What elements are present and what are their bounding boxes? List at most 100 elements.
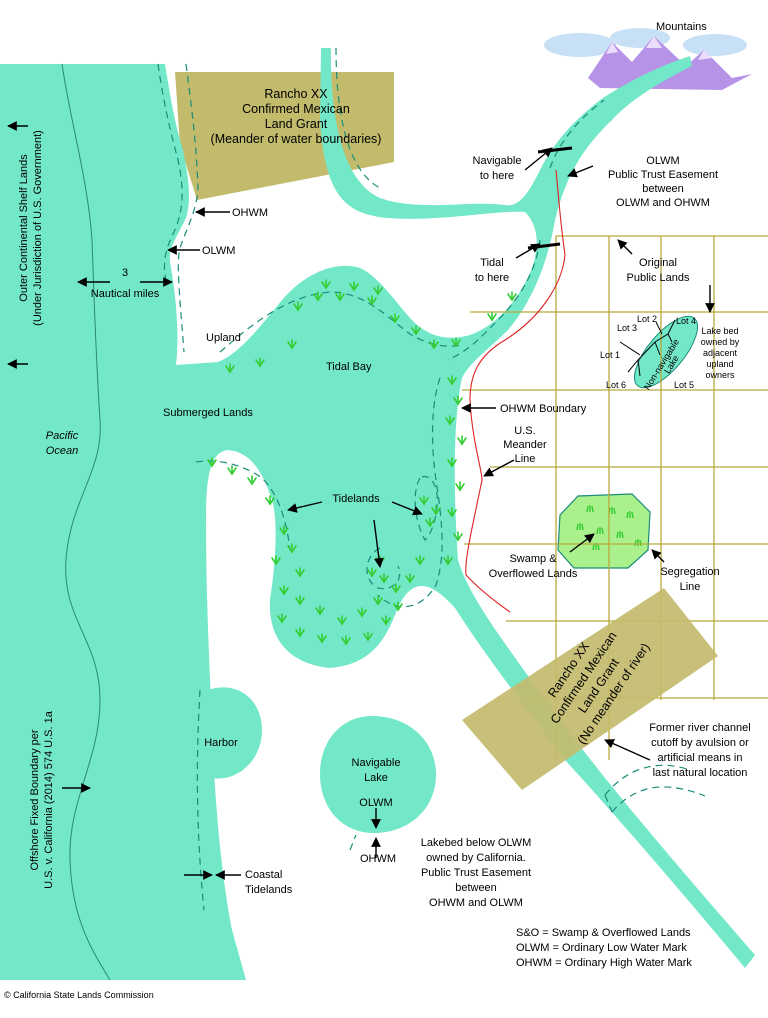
olwm-easement-label-1: OLWM bbox=[646, 155, 679, 167]
swamp-area bbox=[557, 493, 651, 569]
rancho-top-label-1: Rancho XX bbox=[264, 87, 328, 101]
outer-shelf-label-2: (Under Jurisdiction of U.S. Government) bbox=[32, 130, 44, 326]
lakebed-california-label-1: Lakebed below OLWM bbox=[421, 837, 531, 849]
legend-line-2: OLWM = Ordinary Low Water Mark bbox=[516, 942, 687, 954]
marsh-symbol bbox=[379, 573, 389, 584]
swamp-grass-symbol bbox=[634, 539, 642, 547]
lakebed-california-label-2: owned by California. bbox=[426, 852, 526, 864]
lakebed-owned-label-3: adjacent bbox=[703, 348, 738, 358]
marsh-symbol bbox=[453, 531, 463, 542]
marsh-symbol bbox=[390, 313, 400, 324]
lot-lines bbox=[619, 319, 676, 377]
marsh-symbol bbox=[363, 631, 373, 642]
offshore-boundary-label-1: Offshore Fixed Boundary per bbox=[29, 729, 41, 870]
marsh-symbol bbox=[287, 339, 297, 350]
marsh-symbol bbox=[295, 627, 305, 638]
marsh-symbol bbox=[225, 363, 235, 374]
marsh-symbol bbox=[405, 573, 415, 584]
marsh-symbol bbox=[453, 395, 463, 406]
marsh-symbol bbox=[321, 279, 331, 290]
nautical-miles-label: Nautical miles bbox=[91, 288, 160, 300]
marsh-symbol bbox=[293, 301, 303, 312]
marsh-symbol bbox=[341, 635, 351, 646]
marsh-symbol bbox=[373, 285, 383, 296]
lakebed-owned-label-2: owned by bbox=[701, 337, 740, 347]
original-public-label-1: Original bbox=[639, 257, 677, 269]
marsh-symbol bbox=[227, 465, 237, 476]
meander-line bbox=[465, 169, 566, 613]
original-public-label-2: Public Lands bbox=[627, 272, 690, 284]
rancho-top-label-3: Land Grant bbox=[265, 117, 328, 131]
marsh-symbol bbox=[411, 325, 421, 336]
swamp-grass-symbol bbox=[626, 511, 634, 519]
marsh-symbol bbox=[271, 555, 281, 566]
lot-5-label: Lot 5 bbox=[674, 380, 694, 390]
navigable-lake-water bbox=[320, 716, 436, 834]
marsh-symbol bbox=[429, 339, 439, 350]
marsh-symbol bbox=[445, 415, 455, 426]
dashed-water-marks bbox=[157, 47, 706, 911]
ocean-label: Ocean bbox=[46, 445, 78, 457]
former-channel-label-1: Former river channel bbox=[649, 722, 750, 734]
meander-label-1: U.S. bbox=[514, 425, 535, 437]
navigable-lake-olwm-label: OLWM bbox=[359, 797, 392, 809]
olwm-coast-label: OLWM bbox=[202, 245, 235, 257]
marsh-symbol bbox=[431, 505, 441, 516]
meander-label-3: Line bbox=[515, 453, 536, 465]
swamp-grass-symbol bbox=[576, 523, 584, 531]
swamp-grass-symbol bbox=[616, 531, 624, 539]
marsh-symbol bbox=[265, 495, 275, 506]
nonnavigable-lake-water bbox=[634, 315, 698, 389]
tidal-bay-label: Tidal Bay bbox=[326, 361, 372, 373]
marsh-symbol bbox=[443, 555, 453, 566]
lakebed-california-label-5: OHWM and OLWM bbox=[429, 897, 523, 909]
marsh-symbol bbox=[367, 567, 377, 578]
marsh-symbols bbox=[207, 279, 642, 646]
outer-shelf-label-1: Outer Continental Shelf Lands bbox=[18, 154, 30, 302]
marsh-symbol bbox=[447, 457, 457, 468]
navigable-lake-label-1: Navigable bbox=[352, 757, 401, 769]
marsh-symbol bbox=[295, 595, 305, 606]
harbor-water bbox=[182, 687, 262, 779]
navigable-lake-ohwm-label: OHWM bbox=[360, 853, 396, 865]
marsh-symbol bbox=[393, 601, 403, 612]
mountains-label: Mountains bbox=[656, 21, 707, 33]
rancho-top-label-2: Confirmed Mexican bbox=[242, 102, 350, 116]
swamp-grass-symbol bbox=[586, 505, 594, 513]
marsh-symbol bbox=[287, 543, 297, 554]
marsh-symbol bbox=[367, 295, 377, 306]
navigable-lake-label-2: Lake bbox=[364, 772, 388, 784]
marsh-symbol bbox=[277, 613, 287, 624]
upland-label: Upland bbox=[206, 332, 241, 344]
segregation-label-1: Segregation bbox=[660, 566, 719, 578]
marsh-symbol bbox=[357, 607, 367, 618]
marsh-symbol bbox=[451, 337, 461, 348]
harbor-label: Harbor bbox=[204, 737, 238, 749]
lot-3-label: Lot 3 bbox=[617, 323, 637, 333]
swamp-label-2: Overflowed Lands bbox=[489, 568, 578, 580]
marsh-symbol bbox=[315, 605, 325, 616]
legend-line-3: OHWM = Ordinary High Water Mark bbox=[516, 957, 692, 969]
marsh-symbol bbox=[279, 525, 289, 536]
coastal-tidelands-label-1: Coastal bbox=[245, 869, 282, 881]
rancho-top-label-4: (Meander of water boundaries) bbox=[211, 132, 382, 146]
tidal-here-label-1: Tidal bbox=[480, 257, 503, 269]
lakebed-owned-label-1: Lake bed bbox=[701, 326, 738, 336]
marsh-symbol bbox=[507, 291, 517, 302]
former-channel-label-4: last natural location bbox=[653, 767, 748, 779]
marsh-symbol bbox=[317, 633, 327, 644]
mountains-illustration bbox=[544, 28, 752, 90]
ohwm-coast-label: OHWM bbox=[232, 207, 268, 219]
lot-1-label: Lot 1 bbox=[600, 350, 620, 360]
tidal-here-label-2: to here bbox=[475, 272, 509, 284]
lakebed-california-label-4: between bbox=[455, 882, 497, 894]
lakebed-owned-label-4: upland bbox=[706, 359, 733, 369]
marsh-symbol bbox=[337, 615, 347, 626]
rancho-bottom-area bbox=[462, 588, 718, 790]
swamp-grass-symbol bbox=[596, 527, 604, 535]
marsh-symbol bbox=[349, 281, 359, 292]
swamp-label-1: Swamp & bbox=[509, 553, 557, 565]
olwm-easement-label-3: between bbox=[642, 183, 684, 195]
olwm-easement-label-4: OLWM and OHWM bbox=[616, 197, 710, 209]
